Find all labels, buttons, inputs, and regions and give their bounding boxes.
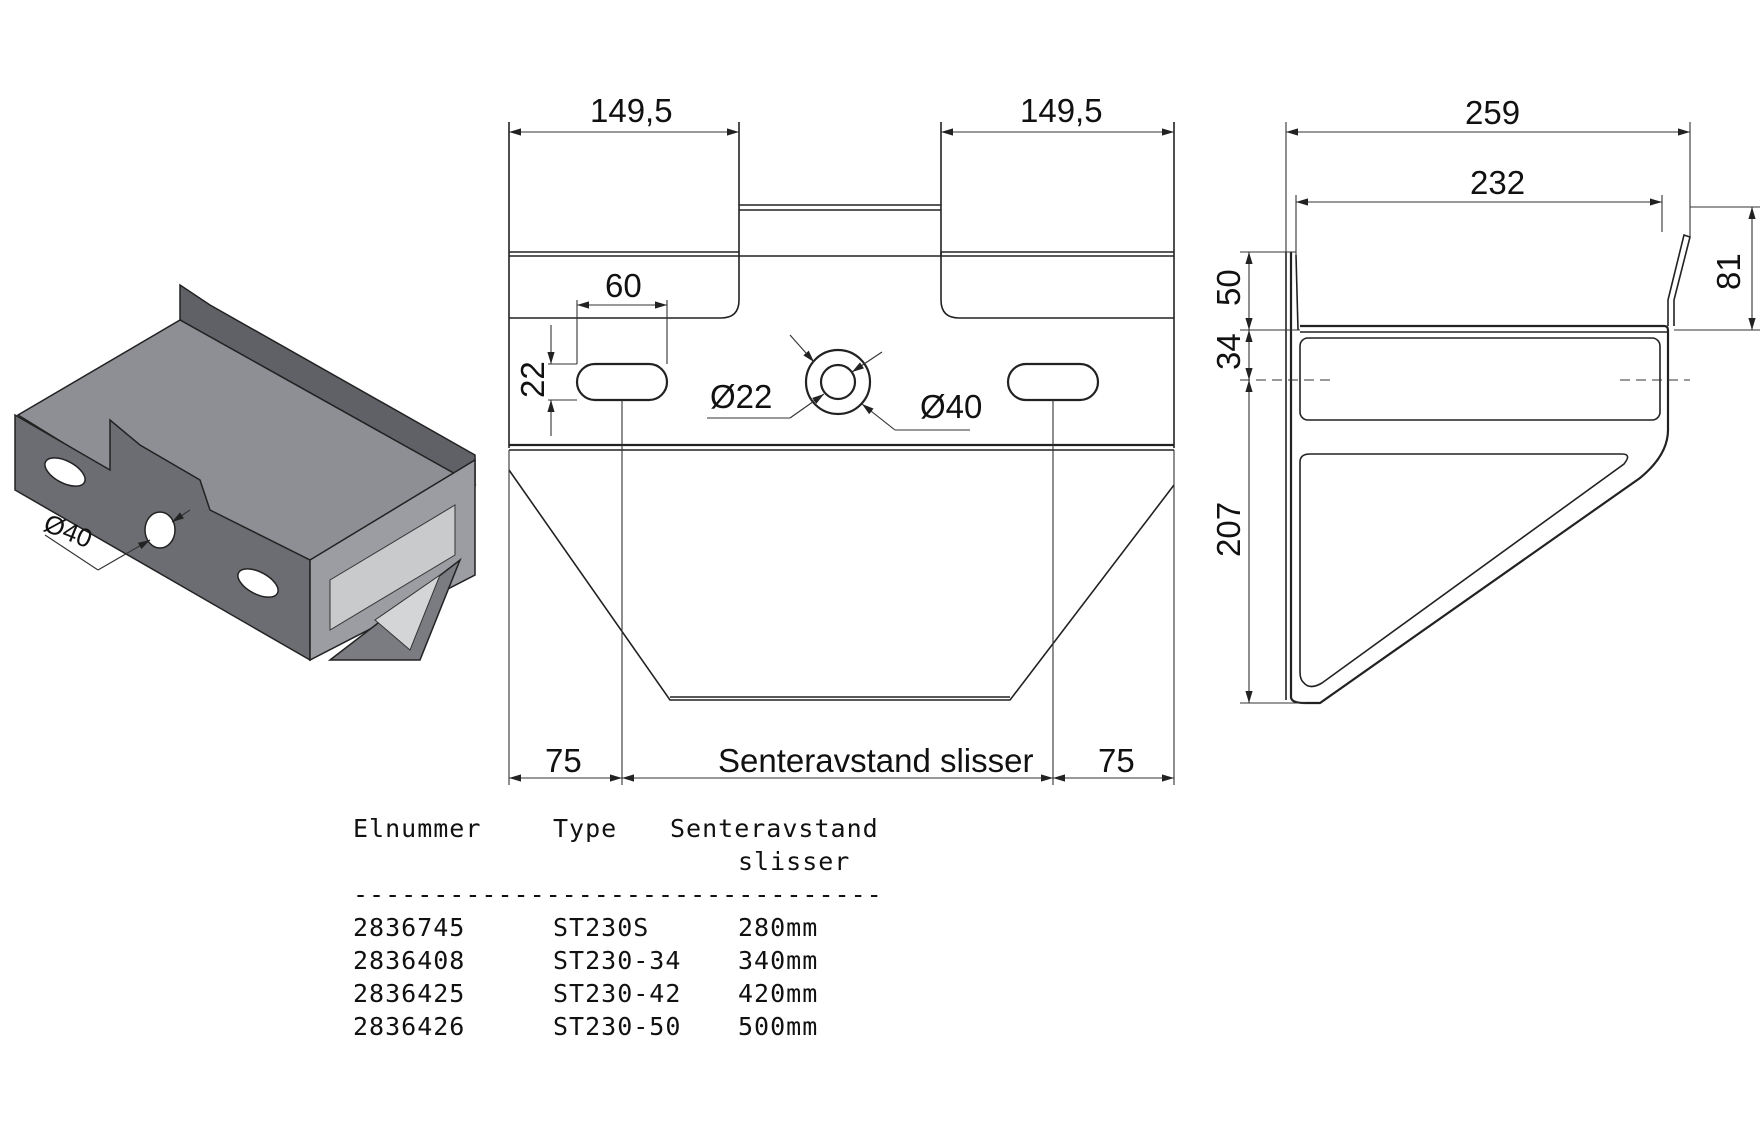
cell-elnummer: 2836745 [353,913,466,942]
cell-senteravstand: 280mm [738,913,819,942]
front-dim-large-hole: Ø40 [920,388,982,425]
front-dim-top-right: 149,5 [1020,92,1103,129]
isometric-view: Ø40 [14,283,477,662]
cell-type: ST230-42 [553,979,682,1008]
table-row: 2836425 ST230-42 420mm [353,977,998,1010]
table-header: Elnummer Type Senteravstand [353,812,998,845]
table-separator: --------------------------------- [353,880,883,909]
iso-slot-left [44,457,86,487]
header-line2: slisser [353,845,998,878]
front-view: Ø22 Ø40 149,5 149,5 60 22 75 Senteravsta… [508,92,1175,785]
front-dim-bottom-right: 75 [1098,742,1135,779]
cell-senteravstand: 340mm [738,946,819,975]
cell-type: ST230S [553,913,650,942]
side-dim-lower-height: 207 [1210,502,1247,557]
header-slisser: slisser [738,847,851,876]
side-dim-total-width: 259 [1465,94,1520,131]
side-dim-right-height: 81 [1710,253,1747,290]
iso-hole [144,511,176,549]
table-row: 2836426 ST230-50 500mm [353,1010,998,1043]
cell-senteravstand: 420mm [738,979,819,1008]
front-dim-slot-height: 22 [514,361,551,398]
side-view: 259 232 50 34 207 81 [1210,94,1760,705]
front-hole-inner [819,363,857,401]
iso-slot-right [237,568,279,598]
table-row: 2836408 ST230-34 340mm [353,944,998,977]
front-dim-top-left: 149,5 [590,92,673,129]
side-dim-inner-width: 232 [1470,164,1525,201]
front-dim-small-hole: Ø22 [710,378,772,415]
front-dim-bottom-left: 75 [545,742,582,779]
side-dim-mid-height: 34 [1210,333,1247,370]
front-dim-bottom-center: Senteravstand slisser [718,742,1033,779]
side-dim-top-height: 50 [1210,269,1247,306]
cell-elnummer: 2836408 [353,946,466,975]
header-elnummer: Elnummer [353,814,482,843]
table-row: 2836745 ST230S 280mm [353,911,998,944]
cell-elnummer: 2836426 [353,1012,466,1041]
cell-type: ST230-50 [553,1012,682,1041]
front-hole-outer [804,348,872,416]
cell-senteravstand: 500mm [738,1012,819,1041]
part-table: Elnummer Type Senteravstand slisser ----… [353,812,998,1043]
header-type: Type [553,814,618,843]
front-dim-slot-width: 60 [605,267,642,304]
cell-type: ST230-34 [553,946,682,975]
front-slot-right [1006,362,1100,402]
cell-elnummer: 2836425 [353,979,466,1008]
front-slot-left [575,362,669,402]
header-senteravstand: Senteravstand [670,814,879,843]
